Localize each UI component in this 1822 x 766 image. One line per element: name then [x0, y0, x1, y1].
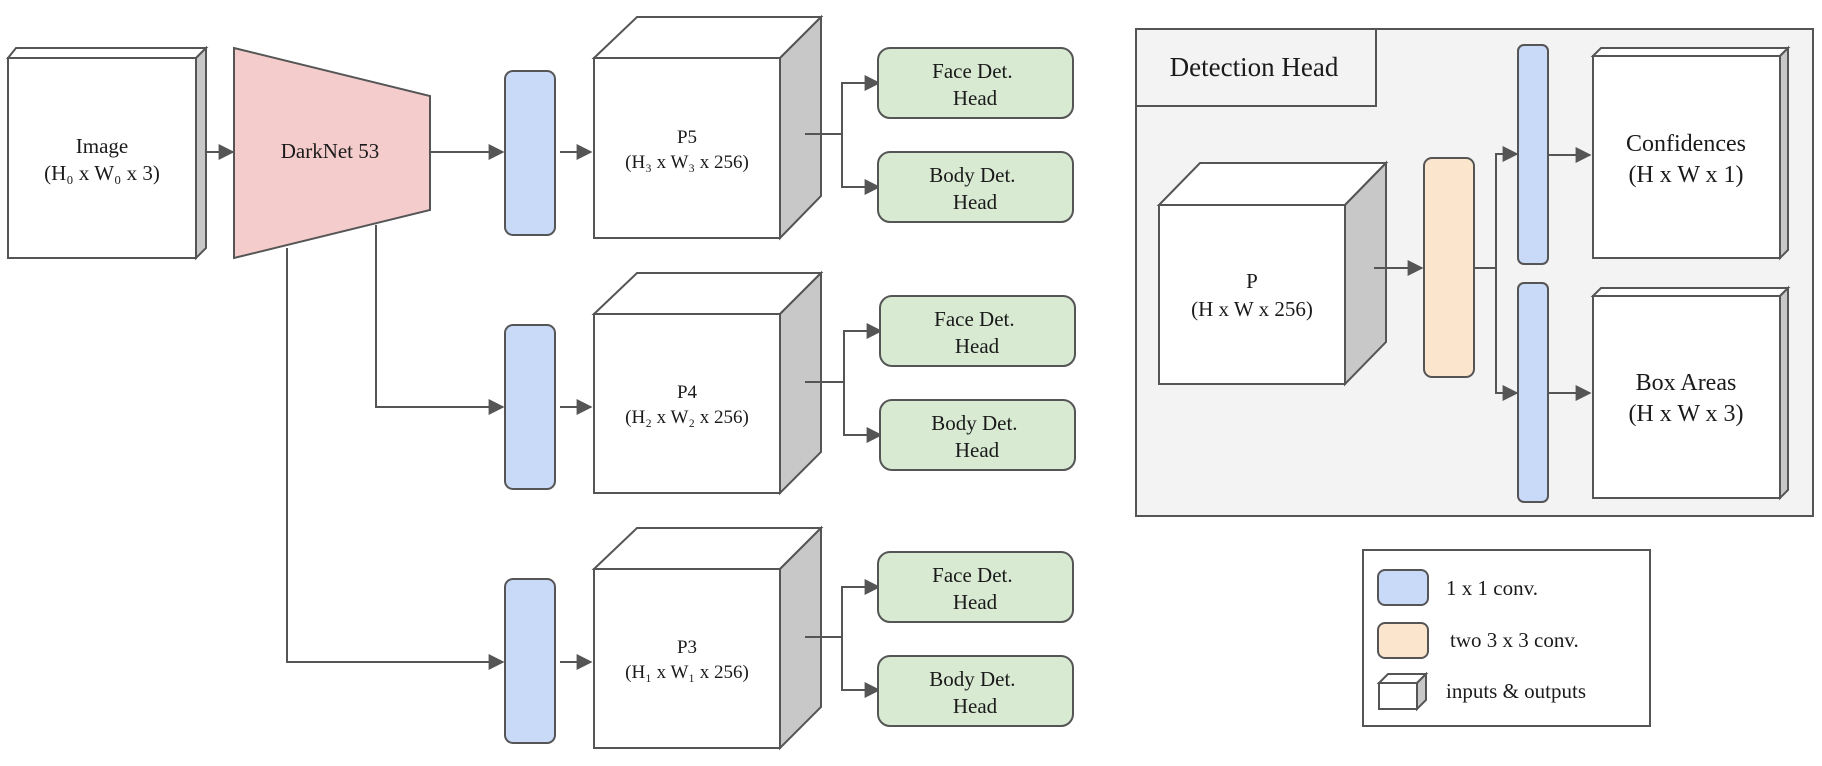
input-image-dims: (H₀ x W₀ x 3): [44, 161, 160, 185]
p3-face-det-head-label: Face Det. Head: [932, 563, 1018, 614]
p4-name: P4: [677, 382, 698, 403]
output-confidences-name: Confidences: [1626, 131, 1746, 157]
p5-body-det-head-label: Body Det. Head: [929, 163, 1021, 214]
p4-face-det-head: [879, 295, 1076, 367]
detection-head-input-name: P: [1246, 269, 1258, 293]
output-box-areas-name: Box Areas: [1636, 370, 1737, 396]
legend: 1 x 1 conv. two 3 x 3 conv. inputs & out…: [1362, 549, 1651, 727]
p5-face-det-head: [877, 47, 1074, 119]
detection-head-title: Detection Head: [1170, 52, 1339, 82]
p4-conv1x1: [504, 324, 556, 490]
backbone-darknet53: DarkNet 53: [233, 46, 431, 260]
backbone-label: DarkNet 53: [281, 139, 380, 163]
arrow-p4-body: [843, 382, 883, 443]
arrow-p3-body: [841, 637, 881, 698]
arrow-backbone-to-p3: [286, 248, 505, 670]
p5-body-line2: Head: [953, 190, 998, 214]
p5-face-line2: Head: [953, 86, 998, 110]
p4-body-line1: Body Det.: [931, 411, 1017, 435]
p3-face-line2: Head: [953, 590, 998, 614]
p3-body-line1: Body Det.: [929, 667, 1015, 691]
p4-body-det-head: [879, 399, 1076, 471]
conf-conv1x1: [1517, 44, 1549, 265]
arrow-p5-face: [841, 75, 881, 134]
detection-head-conv3x3: [1423, 157, 1475, 378]
input-image-title: Image: [76, 134, 128, 158]
detection-head-input-dims: (H x W x 256): [1191, 297, 1313, 321]
p4-face-line1: Face Det.: [934, 307, 1014, 331]
box-conv1x1: [1517, 282, 1549, 503]
level-p3: P3 (H₁ x W₁ x 256) Face Det. Head Body D…: [504, 525, 1074, 751]
p4-face-det-head-label: Face Det. Head: [934, 307, 1020, 358]
output-box-areas: Box Areas (H x W x 3): [1590, 285, 1791, 501]
p3-body-det-head: [877, 655, 1074, 727]
arrow-to-conf-conv1x1: [1495, 146, 1519, 268]
arrow-backbone-to-p4: [375, 225, 505, 415]
arrow-to-box-conv1x1: [1495, 268, 1519, 401]
p3-body-det-head-label: Body Det. Head: [929, 667, 1021, 718]
level-p4: P4 (H₂ x W₂ x 256) Face Det. Head Body D…: [504, 270, 1076, 496]
legend-swatch-conv3x3: [1377, 622, 1429, 659]
arrow-p5-body: [841, 134, 881, 195]
arrow-p4-face: [843, 323, 883, 382]
legend-label-cube: inputs & outputs: [1446, 679, 1586, 703]
p3-conv1x1: [504, 578, 556, 744]
output-confidences: Confidences (H x W x 1): [1590, 45, 1791, 261]
p3-body-line2: Head: [953, 694, 998, 718]
input-image-block: Image (H₀ x W₀ x 3): [5, 45, 209, 261]
p3-dims: (H₁ x W₁ x 256): [625, 662, 749, 683]
level-p5: P5 (H₃ x W₃ x 256) Face Det. Head Body D…: [504, 14, 1074, 241]
p4-dims: (H₂ x W₂ x 256): [625, 407, 749, 428]
p4-body-det-head-label: Body Det. Head: [931, 411, 1023, 462]
p3-face-det-head: [877, 551, 1074, 623]
output-box-areas-dims: (H x W x 3): [1628, 401, 1743, 427]
p4-face-line2: Head: [955, 334, 1000, 358]
legend-swatch-cube: [1376, 671, 1429, 712]
legend-swatch-conv1x1: [1377, 569, 1429, 606]
p5-conv1x1: [504, 70, 556, 236]
p5-face-det-head-label: Face Det. Head: [932, 59, 1018, 110]
legend-label-conv3x3: two 3 x 3 conv.: [1450, 628, 1579, 652]
legend-label-conv1x1: 1 x 1 conv.: [1446, 576, 1538, 600]
p4-body-line2: Head: [955, 438, 1000, 462]
detection-head-panel: Detection Head P (H x W x 256) Confidenc…: [1135, 28, 1814, 517]
p3-face-line1: Face Det.: [932, 563, 1012, 587]
detection-head-input-cube: P (H x W x 256): [1156, 160, 1389, 387]
p5-body-det-head: [877, 151, 1074, 223]
p5-name: P5: [677, 127, 697, 148]
p5-dims: (H₃ x W₃ x 256): [625, 152, 749, 173]
detection-head-title-box: [1135, 28, 1377, 107]
p5-face-line1: Face Det.: [932, 59, 1012, 83]
p3-name: P3: [677, 637, 697, 658]
output-confidences-dims: (H x W x 1): [1628, 162, 1743, 188]
p5-body-line1: Body Det.: [929, 163, 1015, 187]
arrow-p3-face: [841, 579, 881, 637]
